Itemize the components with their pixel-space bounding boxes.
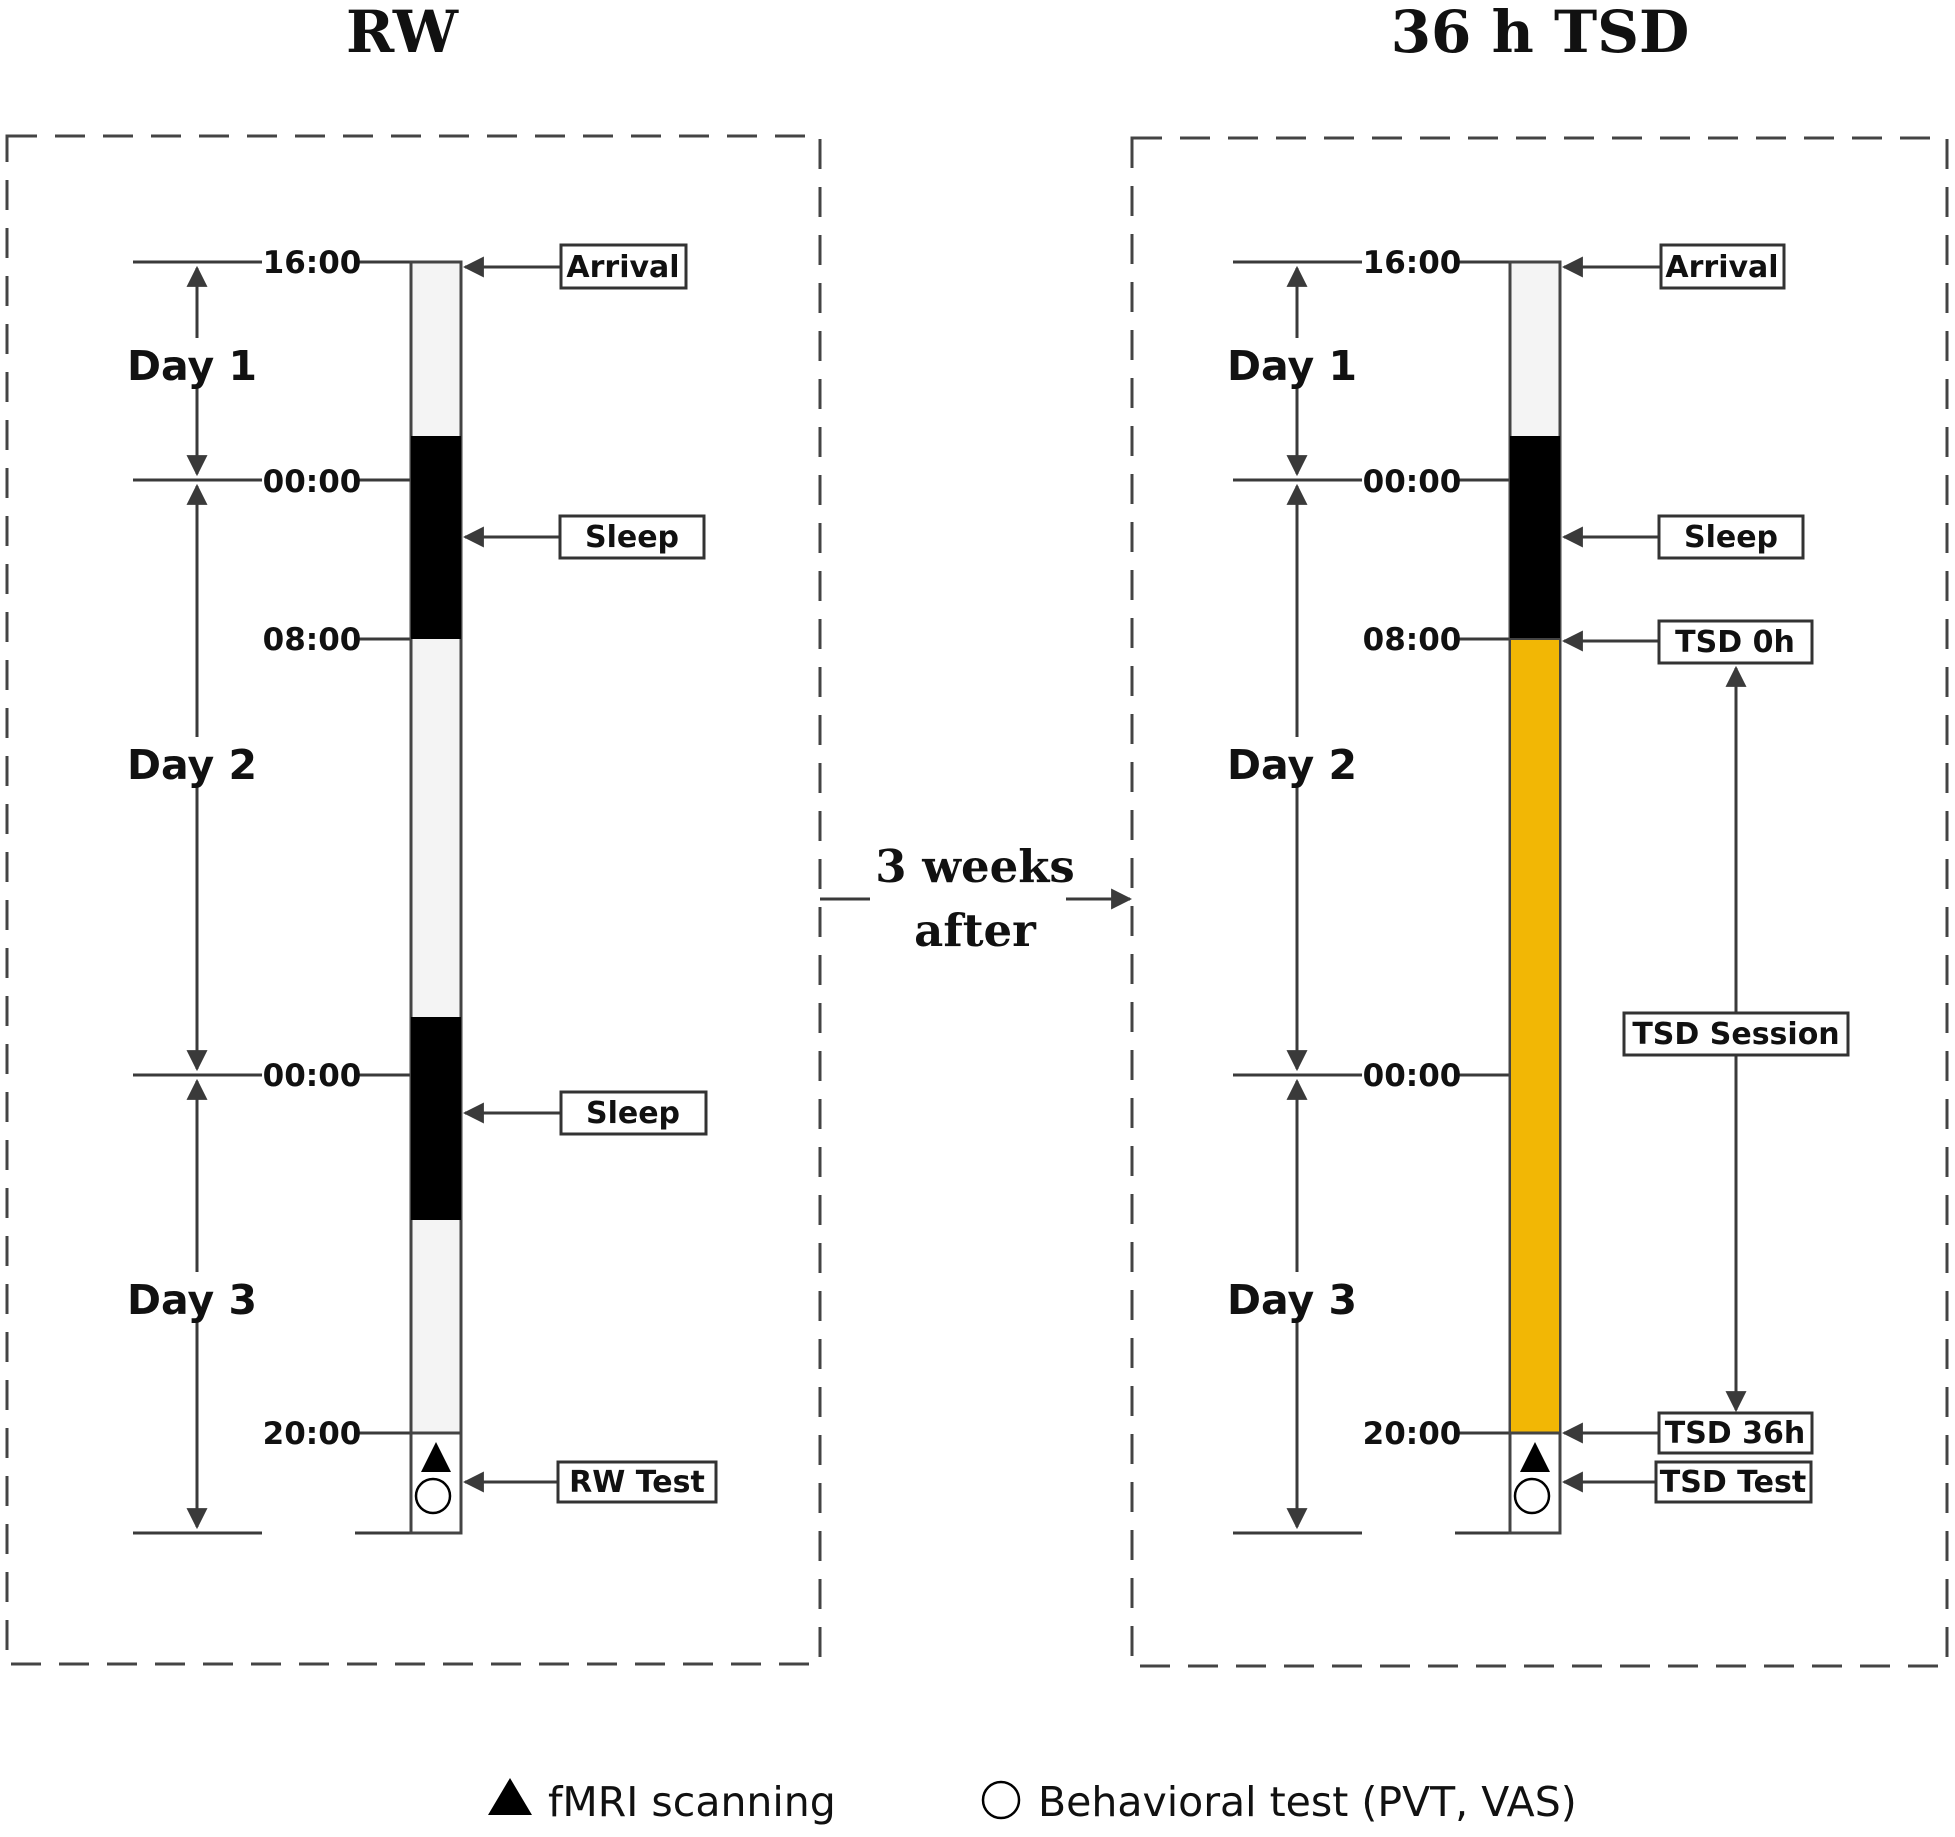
tsd-sleep-block [1510,436,1560,639]
time-1600: 16:00 [263,245,362,281]
label-rw-test: RW Test [569,1465,705,1500]
label-box-arrival [1659,243,1786,290]
day1-label: Day 1 [1227,342,1357,390]
time-0000: 00:00 [263,1058,362,1094]
day2-label: Day 2 [1227,741,1357,789]
tsd-panel-border [1130,136,1949,1668]
label-tsd-session: TSD Session [1632,1017,1839,1052]
label-sleep: Sleep [586,1096,680,1131]
day2-label: Day 2 [127,741,257,789]
legend-fmri: fMRI scanning [548,1778,836,1826]
transition-text-line2: after [914,904,1037,957]
label-arrival: Arrival [1665,250,1778,285]
time-0000: 00:00 [1363,464,1462,500]
label-box-sleep [1657,514,1805,560]
label-tsd-0h: TSD 0h [1675,625,1795,660]
rw-sleep-block-1 [411,436,461,639]
time-2000: 20:00 [263,1416,362,1452]
label-arrival: Arrival [566,250,679,285]
legend-triangle-icon [488,1778,532,1815]
label-box-arrival [559,243,688,290]
label-box-tsd-0h [1657,619,1814,665]
label-tsd-36h: TSD 36h [1665,1416,1806,1451]
behavioral-circle-icon [414,1477,452,1515]
fmri-triangle-icon [1520,1442,1550,1472]
behavioral-circle-icon [1513,1477,1551,1515]
time-0800: 08:00 [1363,622,1462,658]
time-1600: 16:00 [1363,245,1462,281]
label-sleep: Sleep [585,520,679,555]
label-box-tsd-session [1622,1011,1850,1057]
legend-behavioral: Behavioral test (PVT, VAS) [1038,1778,1577,1826]
rw-sleep-block-2 [411,1017,461,1220]
fmri-triangle-icon [421,1442,451,1472]
label-sleep: Sleep [1684,520,1778,555]
label-box-rw-test [556,1460,718,1504]
rw-panel-border [5,134,822,1666]
label-box-sleep [558,514,706,560]
tsd-panel: 16:00 00:00 08:00 00:00 20:00 Day 1 Day … [1130,136,1949,1668]
legend-circle-icon [981,1780,1021,1820]
title-rw: RW [346,0,459,66]
label-box-sleep [559,1090,708,1136]
rw-panel: 16:00 00:00 08:00 00:00 20:00 Day 1 Day … [5,134,822,1666]
time-0800: 08:00 [263,622,362,658]
legend: fMRI scanning Behavioral test (PVT, VAS) [488,1778,1577,1826]
label-box-tsd-test [1654,1460,1813,1504]
label-tsd-test: TSD Test [1660,1465,1806,1500]
day3-label: Day 3 [1227,1276,1357,1324]
title-tsd: 36 h TSD [1391,0,1690,66]
time-2000: 20:00 [1363,1416,1462,1452]
label-box-tsd-36h [1657,1411,1814,1455]
tsd-deprivation-block [1509,638,1561,1434]
time-0000: 00:00 [263,464,362,500]
transition: 3 weeks after [820,840,1133,957]
transition-text-line1: 3 weeks [875,840,1075,893]
day3-label: Day 3 [127,1276,257,1324]
day1-label: Day 1 [127,342,257,390]
time-0000: 00:00 [1363,1058,1462,1094]
